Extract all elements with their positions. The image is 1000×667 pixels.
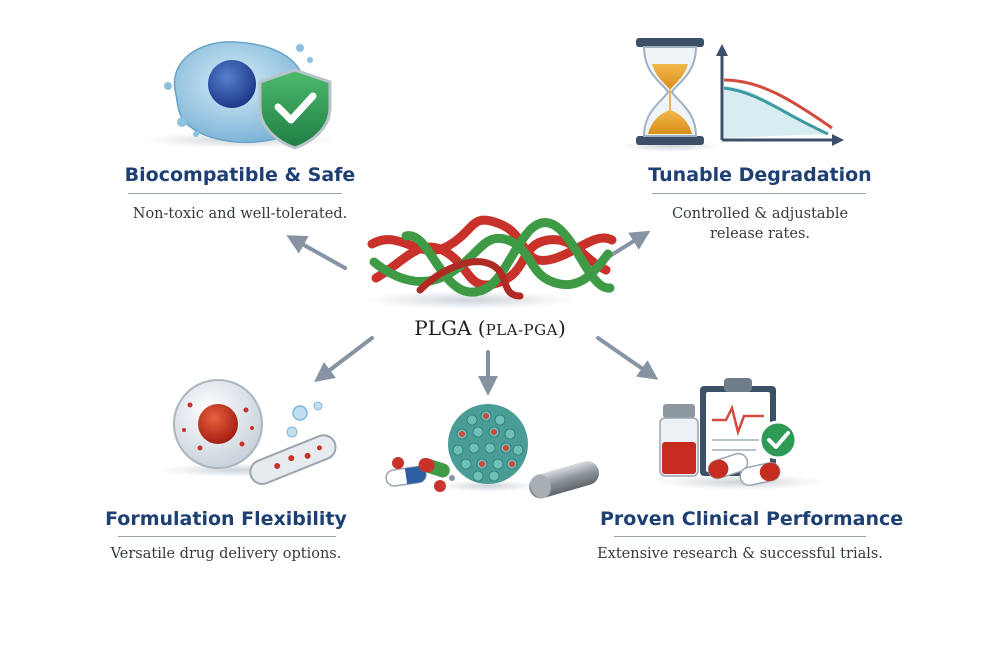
center-label-end: ) [557, 316, 566, 340]
arrow-to-formulation [314, 336, 374, 383]
feature-title: Formulation Flexibility [105, 508, 347, 530]
center-label-abbrev: PLA-PGA [485, 321, 558, 339]
feature-description-line: release rates. [709, 226, 811, 242]
pill-icon [707, 452, 781, 487]
center-label: PLGA (PLA-PGA) [370, 316, 610, 340]
feature-title: Tunable Degradation [648, 164, 872, 186]
title-divider [128, 193, 342, 194]
title-divider [118, 536, 336, 537]
shield-check-icon [258, 68, 332, 150]
title-divider [614, 536, 866, 537]
nanoparticle-icon [438, 404, 538, 492]
arrow-to-clinical [596, 336, 659, 380]
polymer-chain-icon [365, 215, 617, 309]
feature-description: Extensive research & successful trials. [597, 546, 883, 562]
feature-title: Biocompatible & Safe [124, 164, 356, 186]
arrow-to-biocompatible [286, 235, 347, 270]
implant-rod-icon [249, 434, 337, 485]
feature-description: Controlled & adjustable release rates. [620, 204, 900, 244]
clipboard-ecg-icon [700, 378, 776, 476]
feature-description: Non-toxic and well-tolerated. [132, 206, 348, 222]
feature-description-line: Controlled & adjustable [671, 206, 849, 222]
implant-rod-icon [528, 461, 600, 499]
pill-icon [385, 457, 455, 492]
release-curve-icon [716, 44, 844, 146]
check-badge-icon [758, 420, 798, 460]
feature-title: Proven Clinical Performance [600, 508, 904, 530]
center-label-main: PLGA ( [414, 316, 486, 340]
feature-description: Versatile drug delivery options. [110, 546, 342, 562]
vial-icon [655, 404, 825, 490]
title-divider [652, 193, 866, 194]
hourglass-icon [620, 38, 720, 152]
